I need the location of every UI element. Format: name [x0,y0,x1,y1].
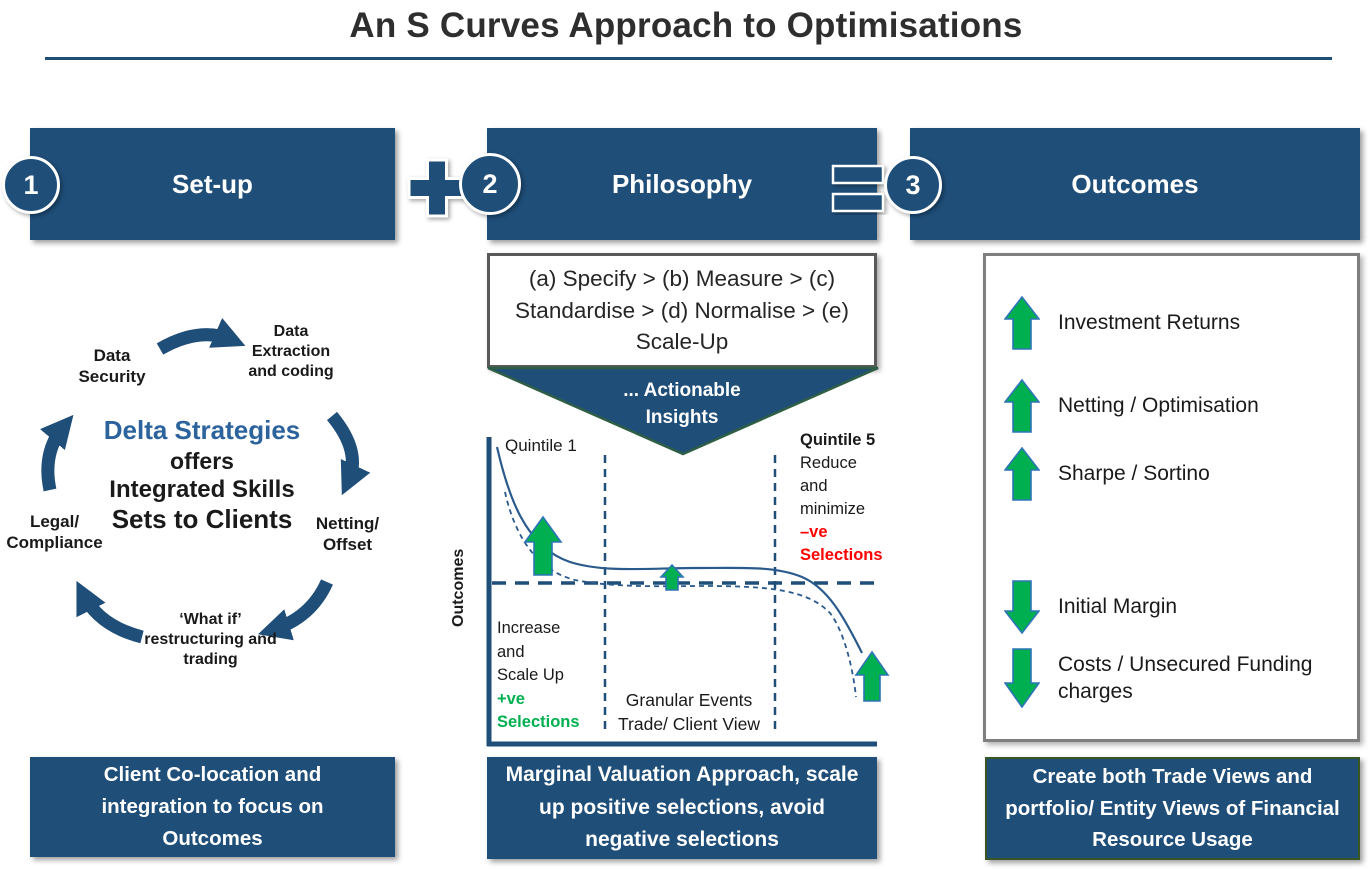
step-1-number: 1 [23,169,39,200]
outcome-item-label: Netting / Optimisation [1058,394,1259,418]
title-underline [45,57,1332,60]
outcome-item-label: Sharpe / Sortino [1058,462,1210,486]
step-2-number: 2 [482,168,498,199]
philosophy-header-box: Philosophy [487,128,877,240]
step-3-number: 3 [905,169,921,200]
cycle-node-legal-compliance: Legal/ Compliance [6,512,103,553]
quintile-5-annotation: Quintile 5 Reduce and minimize –ve Selec… [800,429,895,567]
equals-icon [831,164,885,213]
down-triangle-icon [487,366,879,456]
cycle-node-netting-offset: Netting/ Offset [315,514,380,555]
plus-icon [407,158,467,218]
green-up-arrow-icon [1004,447,1040,501]
quintile-1-label: Quintile 1 [505,436,577,455]
outcomes-bottom-box: Create both Trade Views and portfolio/ E… [985,757,1360,860]
s-curve-chart [486,437,890,747]
step-3-circle: 3 [884,156,942,214]
cycle-center-line3: Integrated Skills [109,475,295,503]
cycle-node-data-extraction: Data Extraction and coding [248,323,334,380]
outcomes-bottom-text: Create both Trade Views and portfolio/ E… [1005,764,1340,852]
outcome-row: Netting / Optimisation [1004,379,1259,433]
cycle-node-what-if: ‘What if’ restructuring and trading [144,611,277,668]
cycle-center-text: Delta Strategies offers Integrated Skill… [92,415,312,536]
setup-bottom-box: Client Co-location and integration to fo… [30,757,395,857]
outcome-row: Initial Margin [1004,580,1177,634]
cycle-center-line4: Sets to Clients [111,504,293,535]
setup-header-label: Set-up [172,168,253,199]
cycle-center-line1: Delta Strategies [103,415,301,445]
actionable-insights-line1: ... Actionable [623,380,741,401]
positive-selections-label: Selections [497,713,580,731]
quintile-5-line: and [800,477,828,495]
philosophy-bottom-box: Marginal Valuation Approach, scale up po… [487,757,877,859]
granular-events-label: Granular Events Trade/ Client View [598,688,780,736]
page-title: An S Curves Approach to Optimisations [349,6,1023,45]
outcome-item-label: Costs / Unsecured Funding charges [1058,652,1313,703]
quintile-5-label: Quintile 5 [800,431,876,449]
outcome-row: Investment Returns [1004,296,1240,350]
quintile-5-line: Reduce [800,454,857,472]
negative-selections-label: –ve [800,523,828,541]
process-steps-box: (a) Specify > (b) Measure > (c) Standard… [487,253,877,368]
process-steps-text: (a) Specify > (b) Measure > (c) Standard… [515,265,849,355]
increase-annotation: Increase and Scale Up +ve Selections [497,617,607,735]
actionable-insights-line2: Insights [645,406,719,428]
cycle-center-line2: offers [170,447,234,474]
step-1-circle: 1 [2,156,60,214]
increase-line: Scale Up [497,666,564,684]
up-arrow-icon-large [523,515,563,576]
actionable-insights-label: ... Actionable Insights [487,378,877,431]
green-down-arrow-icon [1004,580,1040,634]
increase-line: and [497,642,525,661]
green-up-arrow-icon [1004,296,1040,350]
outcomes-list-box: Investment Returns Netting / Optimisatio… [983,253,1360,742]
outcomes-curve-solid [495,446,863,654]
outcomes-header-label: Outcomes [1071,168,1199,199]
chart-y-axis-label: Outcomes [450,548,467,628]
positive-selections-label: +ve [497,689,525,708]
increase-line: Increase [497,619,561,637]
granular-events-line2: Trade/ Client View [617,714,760,734]
green-up-arrow-icon [1004,379,1040,433]
philosophy-header-label: Philosophy [611,168,753,199]
setup-header-box: Set-up [30,128,395,240]
philosophy-bottom-text: Marginal Valuation Approach, scale up po… [505,763,859,852]
outcome-row: Sharpe / Sortino [1004,447,1210,501]
outcome-row: Costs / Unsecured Funding charges [1004,648,1334,708]
up-arrow-icon-right [854,650,890,702]
outcome-item-label: Initial Margin [1058,595,1178,619]
negative-selections-label: Selections [800,546,883,564]
quintile-5-line: minimize [800,500,866,518]
step-2-circle: 2 [459,153,521,215]
cycle-node-data-security: Data Security [78,346,146,387]
granular-events-line1: Granular Events [625,690,753,710]
green-down-arrow-icon [1004,648,1040,708]
outcomes-header-box: Outcomes [910,128,1360,240]
outcome-item-label: Investment Returns [1058,311,1241,335]
up-arrow-icon-small [659,563,685,591]
cycle-arrows-icon [40,317,371,644]
setup-bottom-text: Client Co-location and integration to fo… [101,763,324,850]
